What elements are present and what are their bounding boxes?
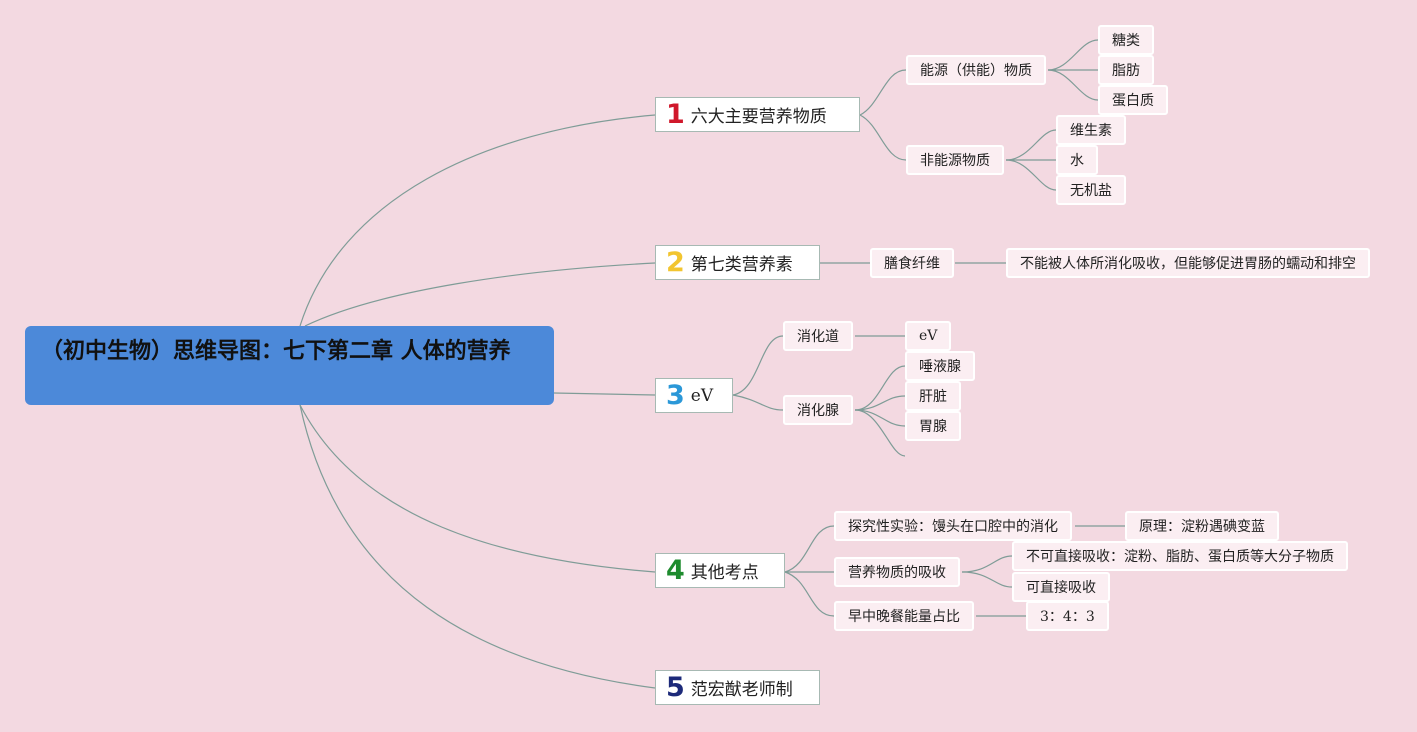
minerals-label: 无机盐	[1070, 183, 1112, 199]
gastric-gland-label: 胃腺	[919, 419, 947, 435]
digestive-tract-label: 消化道	[797, 329, 839, 345]
non-energy-substances-topic[interactable]: 非能源物质	[906, 145, 1004, 175]
energy-substances-label: 能源（供能）物质	[920, 63, 1032, 79]
branch-3-number: 3	[666, 380, 685, 411]
non-energy-substances-label: 非能源物质	[920, 153, 990, 169]
branch-1-label: 六大主要营养物质	[690, 107, 827, 127]
directly-absorbed-label: 可直接吸收	[1026, 580, 1096, 596]
absorption-topic[interactable]: 营养物质的吸收	[834, 557, 960, 587]
fats-topic[interactable]: 脂肪	[1098, 55, 1154, 85]
experiment-label: 探究性实验：馒头在口腔中的消化	[848, 519, 1058, 535]
energy-substances-topic[interactable]: 能源（供能）物质	[906, 55, 1046, 85]
directly-absorbed-topic[interactable]: 可直接吸收	[1012, 572, 1110, 602]
digestive-tract-child-label: eV	[919, 328, 938, 344]
meal-energy-ratio-label: 早中晚餐能量占比	[848, 609, 960, 625]
water-label: 水	[1070, 153, 1084, 169]
branch-2-topic[interactable]: 2 第七类营养素	[655, 245, 820, 280]
fiber-description-topic[interactable]: 不能被人体所消化吸收，但能够促进胃肠的蠕动和排空	[1006, 248, 1370, 278]
digestive-tract-topic[interactable]: 消化道	[783, 321, 853, 351]
gastric-gland-topic[interactable]: 胃腺	[905, 411, 961, 441]
vitamins-label: 维生素	[1070, 123, 1112, 139]
branch-4-label: 其他考点	[690, 563, 759, 583]
not-directly-absorbed-label: 不可直接吸收：淀粉、脂肪、蛋白质等大分子物质	[1026, 549, 1334, 565]
experiment-topic[interactable]: 探究性实验：馒头在口腔中的消化	[834, 511, 1072, 541]
branch-2-label: 第七类营养素	[690, 255, 793, 275]
protein-label: 蛋白质	[1112, 93, 1154, 109]
sugars-topic[interactable]: 糖类	[1098, 25, 1154, 55]
principle-topic[interactable]: 原理：淀粉遇碘变蓝	[1125, 511, 1279, 541]
not-directly-absorbed-topic[interactable]: 不可直接吸收：淀粉、脂肪、蛋白质等大分子物质	[1012, 541, 1348, 571]
ratio-value-label: 3：4：3	[1040, 609, 1095, 625]
branch-2-number: 2	[666, 247, 685, 278]
fats-label: 脂肪	[1112, 63, 1140, 79]
ratio-value-topic[interactable]: 3：4：3	[1026, 601, 1109, 631]
root-topic[interactable]: （初中生物）思维导图：七下第二章 人体的营养	[25, 326, 554, 405]
meal-energy-ratio-topic[interactable]: 早中晚餐能量占比	[834, 601, 974, 631]
salivary-gland-topic[interactable]: 唾液腺	[905, 351, 975, 381]
principle-label: 原理：淀粉遇碘变蓝	[1139, 519, 1265, 535]
liver-label: 肝脏	[919, 389, 947, 405]
branch-1-topic[interactable]: 1 六大主要营养物质	[655, 97, 860, 132]
dietary-fiber-topic[interactable]: 膳食纤维	[870, 248, 954, 278]
liver-topic[interactable]: 肝脏	[905, 381, 961, 411]
sugars-label: 糖类	[1112, 33, 1140, 49]
digestive-glands-topic[interactable]: 消化腺	[783, 395, 853, 425]
branch-4-number: 4	[666, 555, 685, 586]
minerals-topic[interactable]: 无机盐	[1056, 175, 1126, 205]
branch-3-topic[interactable]: 3 eV	[655, 378, 733, 413]
branch-1-number: 1	[666, 99, 685, 130]
absorption-label: 营养物质的吸收	[848, 565, 946, 581]
digestive-glands-label: 消化腺	[797, 403, 839, 419]
root-title: （初中生物）思维导图：七下第二章 人体的营养	[41, 339, 511, 364]
branch-3-label: eV	[690, 385, 714, 406]
dietary-fiber-label: 膳食纤维	[884, 256, 940, 272]
branch-4-topic[interactable]: 4 其他考点	[655, 553, 785, 588]
branch-5-label: 范宏猷老师制	[690, 680, 793, 700]
branch-5-number: 5	[666, 672, 685, 703]
water-topic[interactable]: 水	[1056, 145, 1098, 175]
salivary-gland-label: 唾液腺	[919, 359, 961, 375]
digestive-tract-child-topic[interactable]: eV	[905, 321, 952, 351]
protein-topic[interactable]: 蛋白质	[1098, 85, 1168, 115]
vitamins-topic[interactable]: 维生素	[1056, 115, 1126, 145]
fiber-description-label: 不能被人体所消化吸收，但能够促进胃肠的蠕动和排空	[1020, 256, 1356, 272]
branch-5-topic[interactable]: 5 范宏猷老师制	[655, 670, 820, 705]
